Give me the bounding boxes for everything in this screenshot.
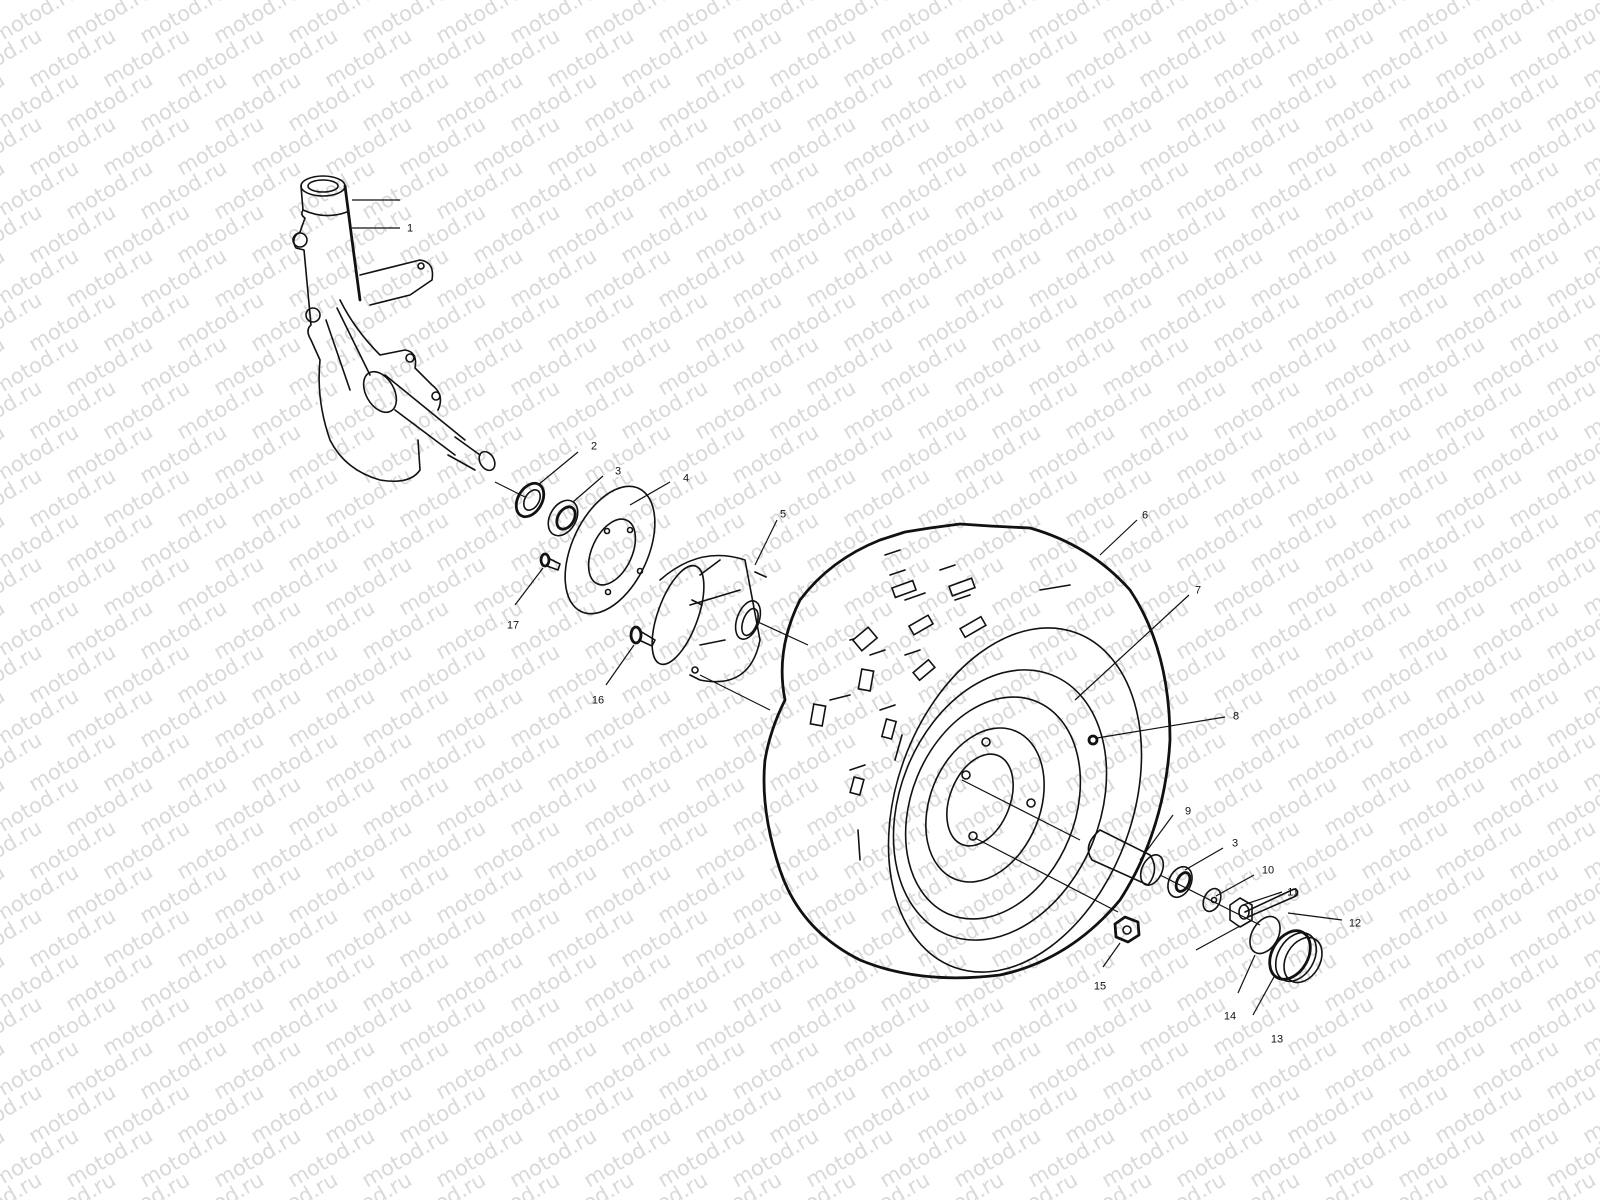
washer	[1202, 887, 1222, 913]
callout-8: 8	[1232, 710, 1240, 723]
callout-9: 9	[1184, 805, 1192, 818]
callout-1: 1	[406, 222, 414, 235]
bearing-inner	[547, 499, 579, 537]
callout-6: 6	[1141, 509, 1149, 522]
wheel-stud	[629, 625, 656, 647]
wheel-hub	[651, 554, 809, 711]
callout-3a: 3	[614, 465, 622, 478]
leader-lines	[352, 227, 1343, 1016]
callout-4: 4	[682, 472, 690, 485]
callout-12: 12	[1348, 917, 1362, 930]
callout-10: 10	[1261, 864, 1275, 877]
disc-bolt	[539, 552, 561, 571]
tire	[762, 522, 1172, 980]
wheel-rim	[887, 627, 1143, 973]
wheel-nut	[1113, 915, 1141, 944]
callout-15: 15	[1093, 980, 1107, 993]
valve-stem	[1087, 734, 1099, 746]
castle-nut	[1229, 897, 1253, 928]
callout-17: 17	[506, 619, 520, 632]
callout-3b: 3	[1231, 837, 1239, 850]
callout-16: 16	[591, 694, 605, 707]
callout-5: 5	[779, 508, 787, 521]
o-ring	[1249, 915, 1281, 955]
bearing-outer	[1167, 865, 1193, 899]
seal	[514, 481, 546, 519]
callout-7: 7	[1194, 584, 1202, 597]
brake-disc	[564, 485, 656, 615]
callout-11: 11	[1287, 886, 1299, 899]
callout-2: 2	[590, 440, 598, 453]
callout-14: 14	[1223, 1010, 1237, 1023]
steering-knuckle	[292, 175, 496, 483]
hub-cap	[1268, 929, 1323, 984]
spacer	[1087, 829, 1165, 886]
cotter-pin	[1244, 888, 1299, 918]
callout-13: 13	[1270, 1033, 1284, 1046]
